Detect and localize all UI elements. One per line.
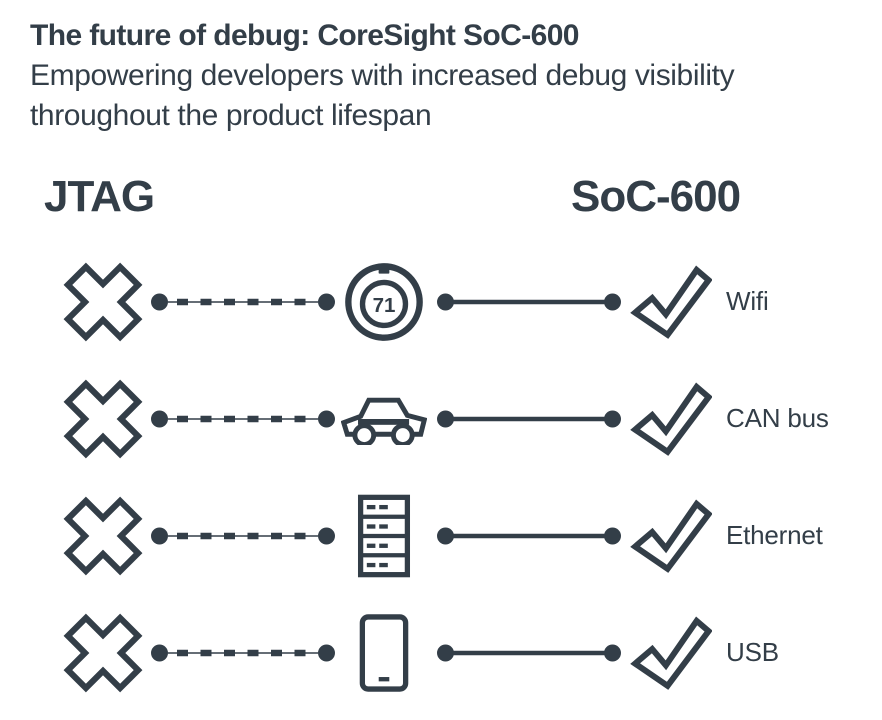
row-ethernet: Ethernet — [0, 477, 882, 594]
dashed-connector — [151, 410, 335, 427]
cross-icon — [63, 262, 143, 341]
speedometer-value: 71 — [373, 293, 396, 316]
column-header-soc600: SoC-600 — [571, 172, 741, 221]
interface-label: USB — [726, 637, 779, 667]
dashed-connector — [151, 527, 335, 544]
phone-icon — [359, 613, 409, 692]
interface-label: Wifi — [726, 286, 769, 316]
check-icon — [630, 499, 712, 573]
cross-icon — [63, 379, 143, 458]
row-usb: USB — [0, 594, 882, 711]
subtitle-line-1: Empowering developers with increased deb… — [30, 59, 735, 92]
solid-connector — [437, 293, 621, 310]
slide-header: The future of debug: CoreSight SoC-600 E… — [30, 16, 735, 136]
cross-icon — [63, 613, 143, 692]
interface-label: Ethernet — [726, 520, 823, 550]
solid-connector — [437, 644, 621, 661]
cross-icon — [63, 496, 143, 575]
subtitle-line-2: throughout the product lifespan — [30, 99, 432, 132]
car-icon — [341, 397, 427, 445]
server-icon — [357, 494, 411, 577]
speedometer-icon: 71 — [345, 262, 423, 341]
column-header-jtag: JTAG — [44, 172, 155, 221]
solid-connector — [437, 527, 621, 544]
solid-connector — [437, 410, 621, 427]
slide-subtitle: Empowering developers with increased deb… — [30, 56, 735, 136]
check-icon — [630, 265, 712, 339]
dashed-connector — [151, 293, 335, 310]
row-wifi: 71 Wifi — [0, 243, 882, 360]
check-icon — [630, 616, 712, 690]
check-icon — [630, 382, 712, 456]
row-can-bus: CAN bus — [0, 360, 882, 477]
dashed-connector — [151, 644, 335, 661]
interface-label: CAN bus — [726, 403, 829, 433]
slide-title: The future of debug: CoreSight SoC-600 — [30, 19, 579, 52]
comparison-rows: 71 Wifi — [0, 243, 882, 711]
